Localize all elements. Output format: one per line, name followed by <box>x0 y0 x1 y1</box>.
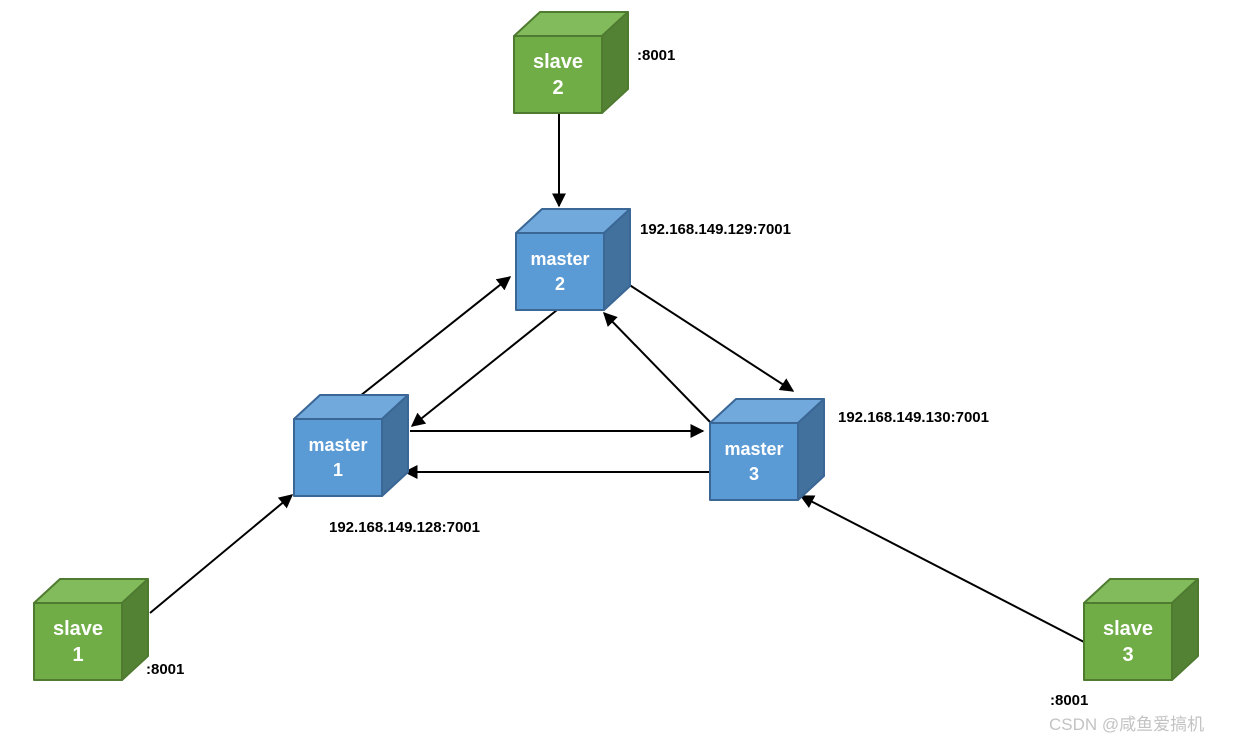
node-cube-master-1 <box>293 394 409 497</box>
csdn-watermark: CSDN @咸鱼爱搞机 <box>1049 715 1205 734</box>
node-cube-slave-1 <box>33 578 149 681</box>
edge-arrow-slave-3-to-master-3 <box>799 495 1085 643</box>
edge-arrow-master-1-to-master-2 <box>359 276 512 397</box>
edge-arrow-master-3-to-master-2 <box>603 311 712 424</box>
cube-front-face <box>515 232 605 311</box>
cube-front-face <box>293 418 383 497</box>
node-cube-slave-3 <box>1083 578 1199 681</box>
cube-front-face <box>1083 602 1173 681</box>
edge-arrow-master-2-to-master-3 <box>627 283 795 392</box>
cube-front-face <box>709 422 799 501</box>
cube-front-face <box>513 35 603 114</box>
nodes-layer <box>33 11 1199 681</box>
node-cube-master-2 <box>515 208 631 311</box>
edge-arrow-master-2-to-master-1 <box>410 309 558 427</box>
edge-arrow-slave-1-to-master-1 <box>149 494 294 614</box>
edges-layer <box>149 114 1085 643</box>
node-cube-slave-2 <box>513 11 629 114</box>
cube-front-face <box>33 602 123 681</box>
node-cube-master-3 <box>709 398 825 501</box>
